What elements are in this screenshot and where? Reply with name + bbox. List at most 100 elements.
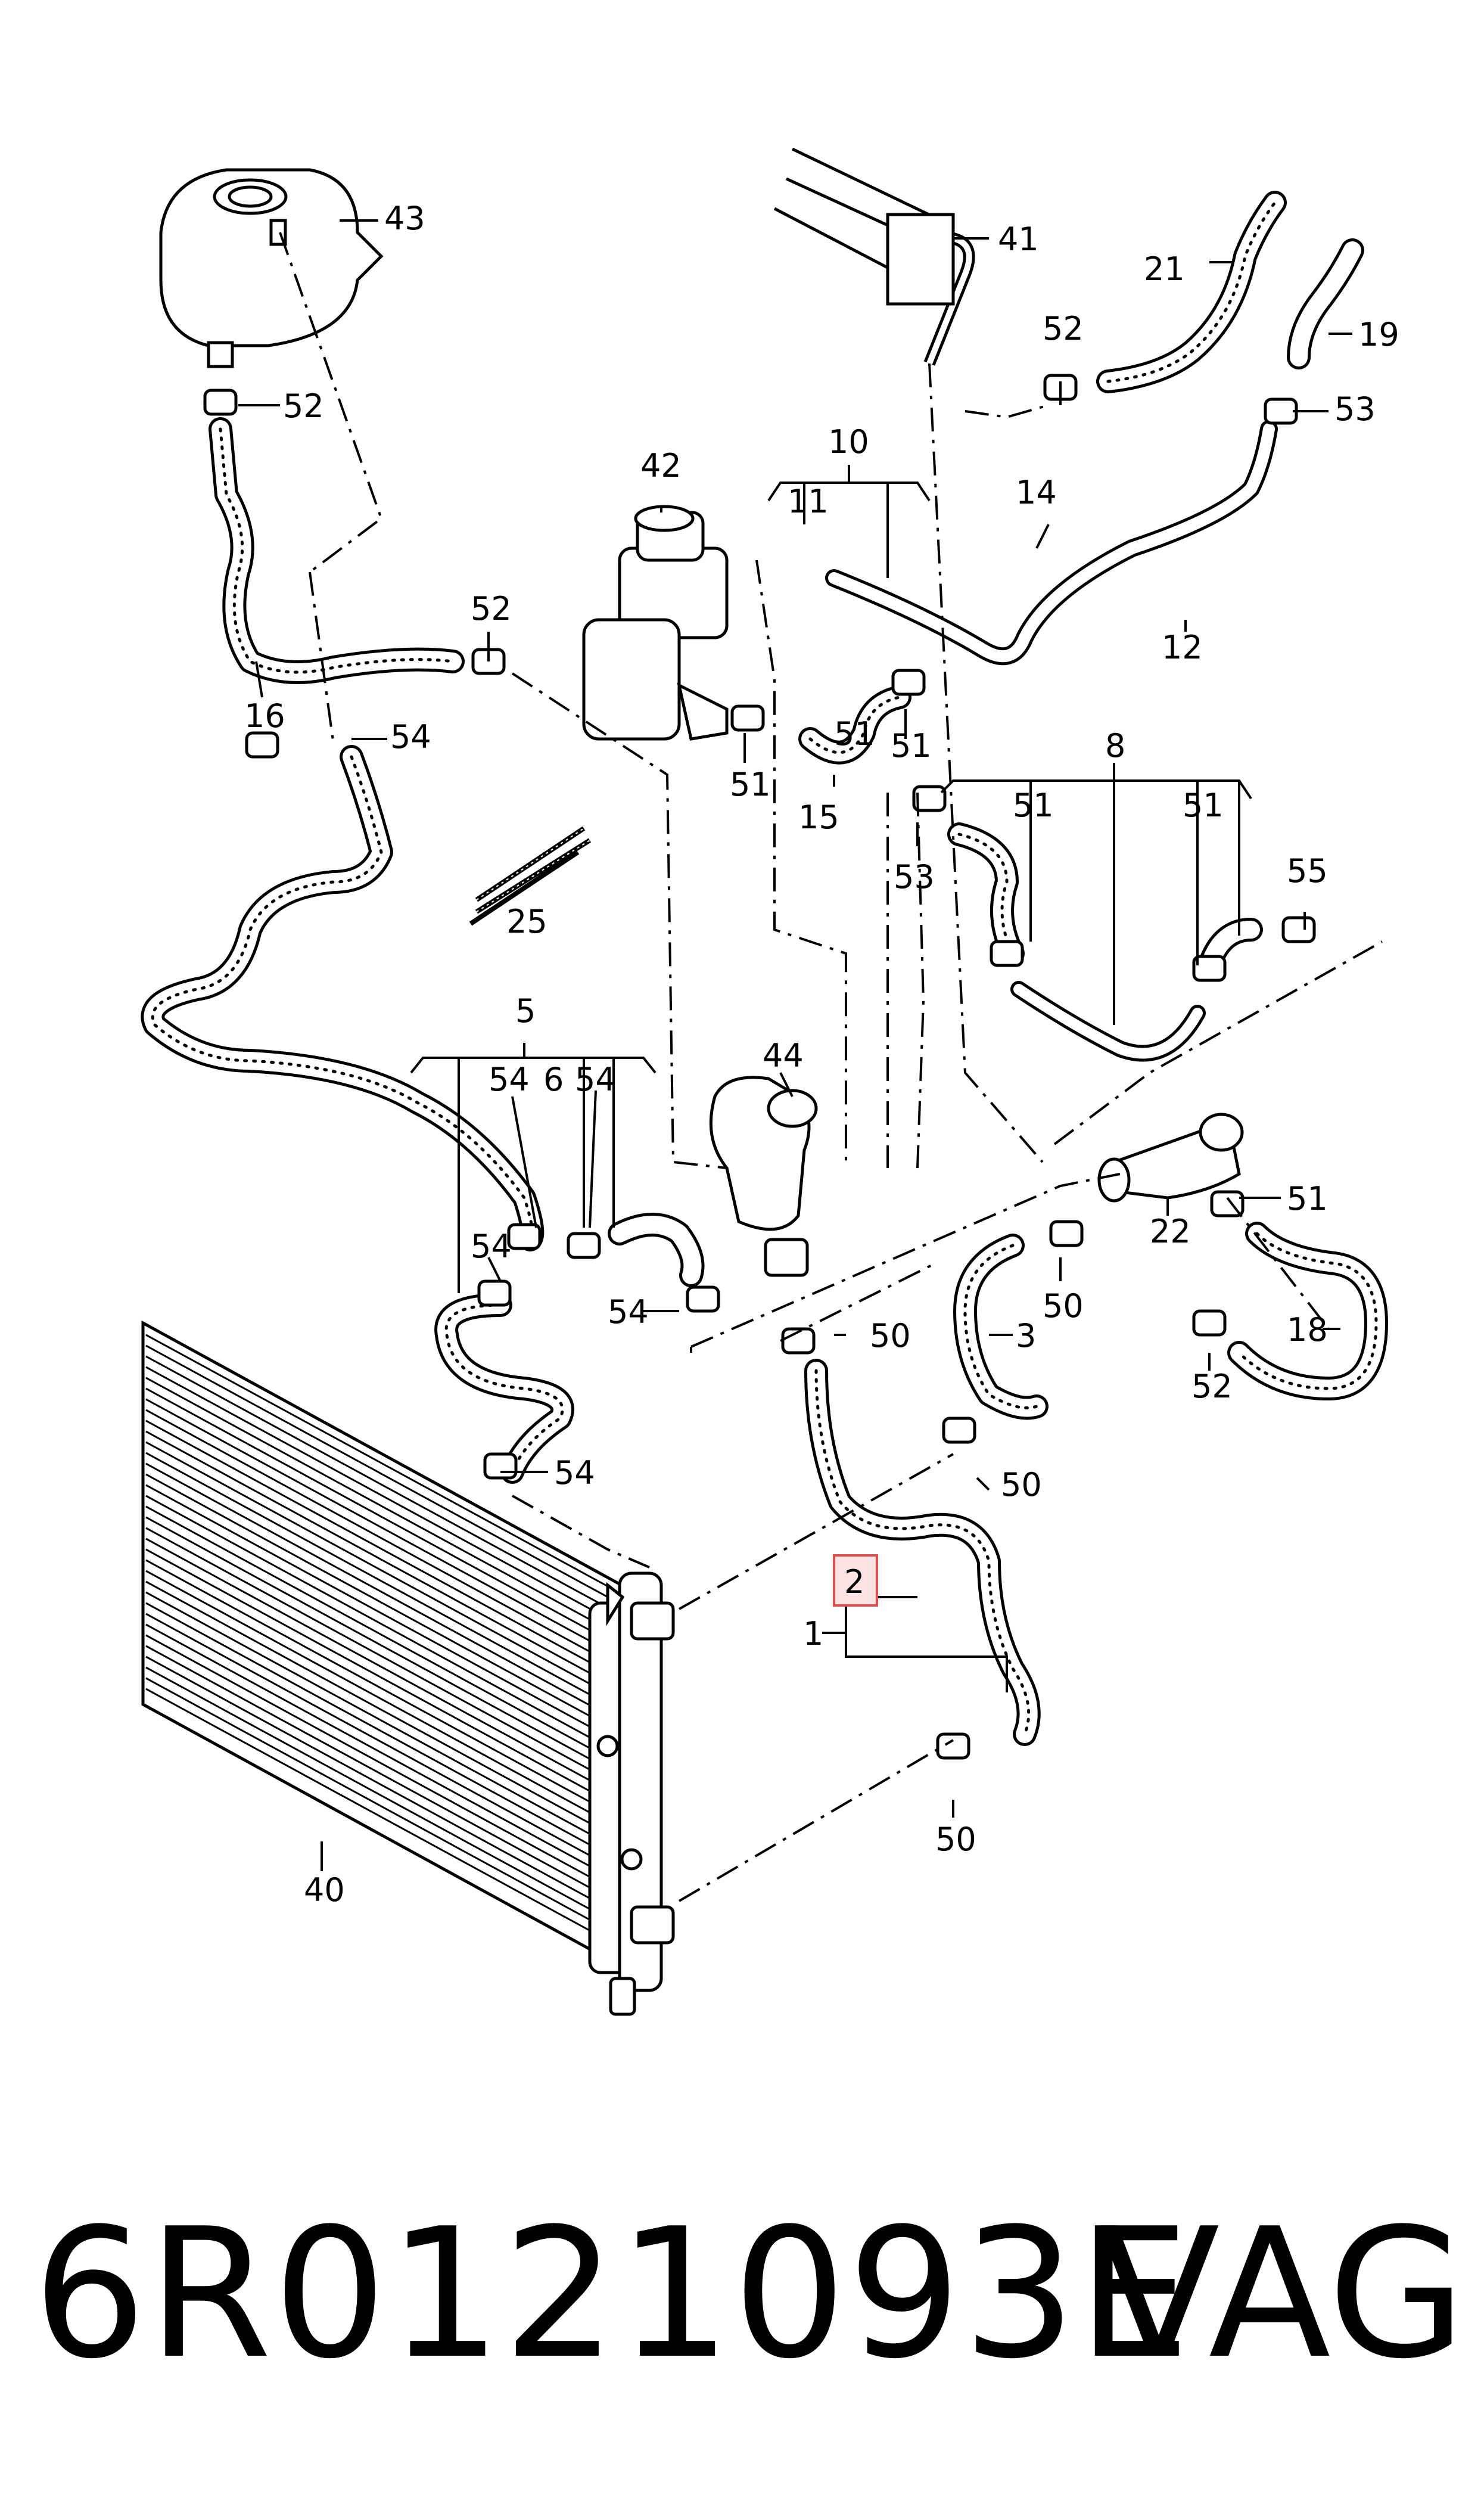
callout-54-b[interactable]: 54 (489, 1061, 530, 1098)
callout-50-c[interactable]: 50 (1001, 1466, 1042, 1504)
callout-52-b[interactable]: 52 (471, 590, 512, 628)
radiator-fin (145, 1484, 617, 1743)
callout-51-a[interactable]: 51 (891, 727, 932, 765)
radiator-fin (145, 1516, 617, 1775)
hose-clamp (203, 389, 238, 416)
radiator (141, 1320, 675, 2016)
callout-40[interactable]: 40 (304, 1871, 345, 1909)
callout-25[interactable]: 25 (506, 903, 547, 940)
coolant-hoses (141, 191, 1388, 1746)
callout-55[interactable]: 55 (1287, 852, 1328, 890)
callout-16[interactable]: 16 (244, 697, 285, 735)
callout-22[interactable]: 22 (1150, 1213, 1191, 1250)
radiator-fin (145, 1452, 617, 1710)
radiator-fin (145, 1655, 617, 1914)
hose-clamp (1192, 955, 1227, 982)
callout-53-a[interactable]: 53 (1334, 390, 1376, 428)
cable-ties (469, 826, 592, 926)
leader-lines (238, 219, 1352, 1871)
callout-43[interactable]: 43 (384, 200, 425, 237)
highlight-box (833, 1554, 878, 1607)
callout-8[interactable]: 8 (1105, 727, 1125, 765)
radiator-fin (145, 1688, 617, 1946)
callout-2[interactable]: 2 (844, 1563, 864, 1601)
callout-42[interactable]: 42 (640, 447, 682, 484)
callout-50-d[interactable]: 50 (935, 1821, 976, 1858)
callout-11[interactable]: 11 (788, 483, 829, 520)
callout-14[interactable]: 14 (1016, 474, 1057, 511)
radiator-fin (145, 1387, 617, 1646)
hose-clamp (1264, 397, 1298, 425)
radiator-fin (145, 1677, 617, 1936)
hose-clamp (936, 1732, 970, 1760)
callout-21[interactable]: 21 (1144, 250, 1185, 288)
coolant-distributor (1097, 1113, 1244, 1203)
guide-lines (279, 232, 1383, 1902)
radiator-fin (145, 1398, 617, 1657)
coolant-pipes (825, 232, 1278, 1062)
hose-clamp (912, 785, 947, 812)
callout-51-f[interactable]: 51 (834, 715, 875, 753)
callout-6[interactable]: 6 (543, 1061, 564, 1098)
radiator-fin (145, 1366, 617, 1625)
callout-54-c[interactable]: 54 (575, 1061, 616, 1098)
callout-54-e[interactable]: 54 (608, 1293, 649, 1331)
callout-51-e[interactable]: 51 (1287, 1180, 1328, 1217)
hose-clamp (567, 1232, 601, 1259)
radiator-fin (145, 1527, 617, 1785)
callout-52-d[interactable]: 52 (1191, 1368, 1233, 1405)
callout-51-c[interactable]: 51 (1013, 787, 1054, 824)
callout-54-f[interactable]: 54 (554, 1454, 595, 1492)
radiator-fin (145, 1505, 617, 1764)
hose-clamp (730, 704, 765, 732)
oil-cooler-housing (582, 505, 729, 741)
radiator-fin (145, 1420, 617, 1678)
callout-52-a[interactable]: 52 (283, 387, 324, 425)
callout-51-b[interactable]: 51 (730, 766, 771, 803)
hose-clamp (1049, 1220, 1084, 1247)
callout-54-a[interactable]: 54 (390, 718, 431, 756)
heater-core (773, 147, 955, 306)
callout-10[interactable]: 10 (828, 423, 869, 461)
radiator-fin (145, 1495, 617, 1753)
coolant-hose-exploded-diagram: 2 1 3 5 6 8 10 11 12 14 15 16 18 19 21 2… (141, 147, 1399, 2016)
hose-clamp (245, 731, 279, 759)
hose-clamp (1192, 1309, 1227, 1337)
radiator-fin (145, 1580, 617, 1839)
radiator-fin (145, 1613, 617, 1871)
callout-15[interactable]: 15 (798, 799, 839, 836)
hose-clamp (1281, 916, 1316, 943)
group-brackets (410, 465, 1252, 1692)
callout-19[interactable]: 19 (1358, 316, 1399, 353)
radiator-fin (145, 1355, 617, 1614)
radiator-fin (145, 1473, 617, 1732)
callout-1[interactable]: 1 (803, 1615, 823, 1653)
hose-clamp (483, 1452, 518, 1480)
radiator-fin (145, 1462, 617, 1721)
radiator-fin (145, 1334, 617, 1592)
callout-50-a[interactable]: 50 (870, 1317, 911, 1355)
hose-clamp (686, 1285, 720, 1313)
radiator-fin (145, 1377, 617, 1635)
callout-5[interactable]: 5 (515, 992, 536, 1030)
callout-50-b[interactable]: 50 (1043, 1287, 1084, 1325)
radiator-fin (145, 1666, 617, 1925)
radiator-fin (145, 1645, 617, 1903)
callout-53-b[interactable]: 53 (894, 858, 935, 896)
radiator-fin (145, 1538, 617, 1796)
callout-18[interactable]: 18 (1287, 1311, 1328, 1349)
radiator-fin (145, 1570, 617, 1828)
callout-44[interactable]: 44 (763, 1037, 804, 1074)
callout-41[interactable]: 41 (998, 220, 1039, 258)
radiator-fin (145, 1623, 617, 1882)
callout-52-c[interactable]: 52 (1043, 310, 1084, 347)
radiator-fin (145, 1559, 617, 1818)
radiator-fin (145, 1441, 617, 1700)
expansion-tank (159, 168, 384, 368)
callout-54-d[interactable]: 54 (471, 1228, 512, 1265)
radiator-fin (145, 1409, 617, 1667)
callout-3[interactable]: 3 (1016, 1317, 1036, 1355)
callout-12[interactable]: 12 (1162, 629, 1203, 666)
callout-51-d[interactable]: 51 (1183, 787, 1224, 824)
callout-labels: 2 1 3 5 6 8 10 11 12 14 15 16 18 19 21 2… (244, 200, 1399, 1909)
